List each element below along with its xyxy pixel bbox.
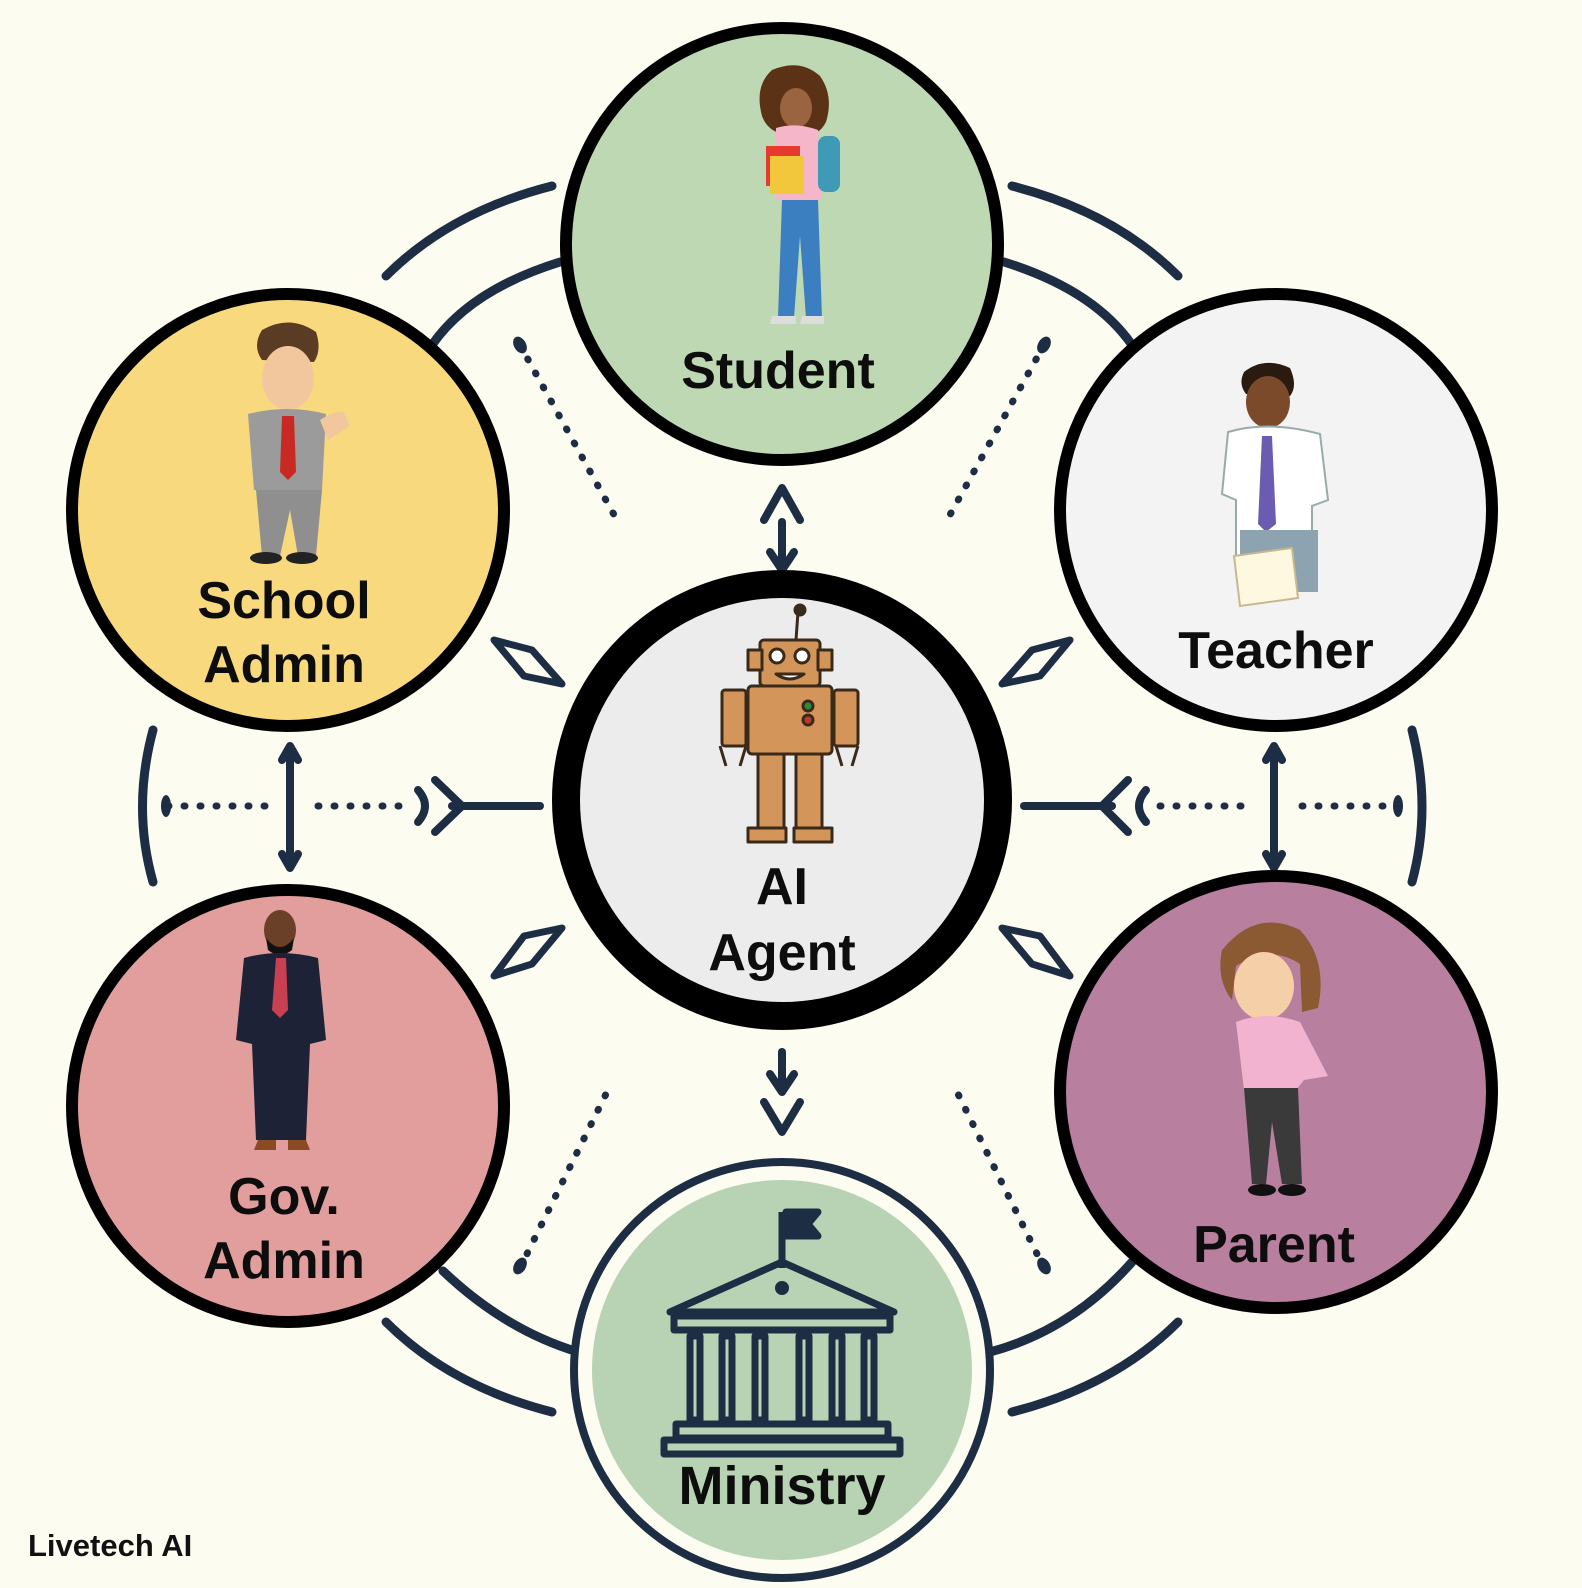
robot-icon (718, 603, 860, 844)
student-figure-icon (759, 65, 840, 324)
node-gov-admin[interactable]: Gov. Admin (66, 884, 510, 1328)
ai-agent-label-line2: Agent (708, 924, 855, 982)
node-student[interactable]: Student (560, 22, 1004, 466)
gov-admin-figure-icon (236, 910, 326, 1150)
parent-label: Parent (1193, 1216, 1355, 1274)
school-admin-label-line1: School (197, 572, 370, 630)
teacher-figure-icon (1220, 362, 1330, 608)
gov-admin-label-line2: Admin (203, 1232, 365, 1290)
node-ai-agent[interactable]: AI Agent (552, 570, 1012, 1030)
building-emblem (775, 1281, 789, 1295)
teacher-label: Teacher (1178, 622, 1374, 680)
dotted-connectors (164, 341, 1400, 1272)
arrows (278, 484, 1286, 1136)
node-parent[interactable]: Parent (1054, 870, 1498, 1314)
school-admin-figure-icon (248, 322, 350, 564)
school-admin-label-line2: Admin (203, 636, 365, 694)
bank-building-icon (660, 1208, 904, 1458)
gov-admin-label-line1: Gov. (228, 1168, 340, 1226)
parent-figure-icon (1220, 922, 1328, 1196)
watermark: Livetech AI (28, 1528, 193, 1563)
node-ministry[interactable]: Ministry (570, 1158, 994, 1582)
outer-arcs (138, 181, 1427, 1417)
node-school-admin[interactable]: School Admin (66, 288, 510, 732)
dotted-end-caps (161, 336, 1403, 1275)
ai-agent-label-line1: AI (756, 858, 808, 916)
student-label: Student (681, 342, 875, 400)
diamond-pointers (490, 636, 1074, 980)
node-teacher[interactable]: Teacher (1054, 288, 1498, 732)
ministry-label: Ministry (678, 1456, 885, 1516)
